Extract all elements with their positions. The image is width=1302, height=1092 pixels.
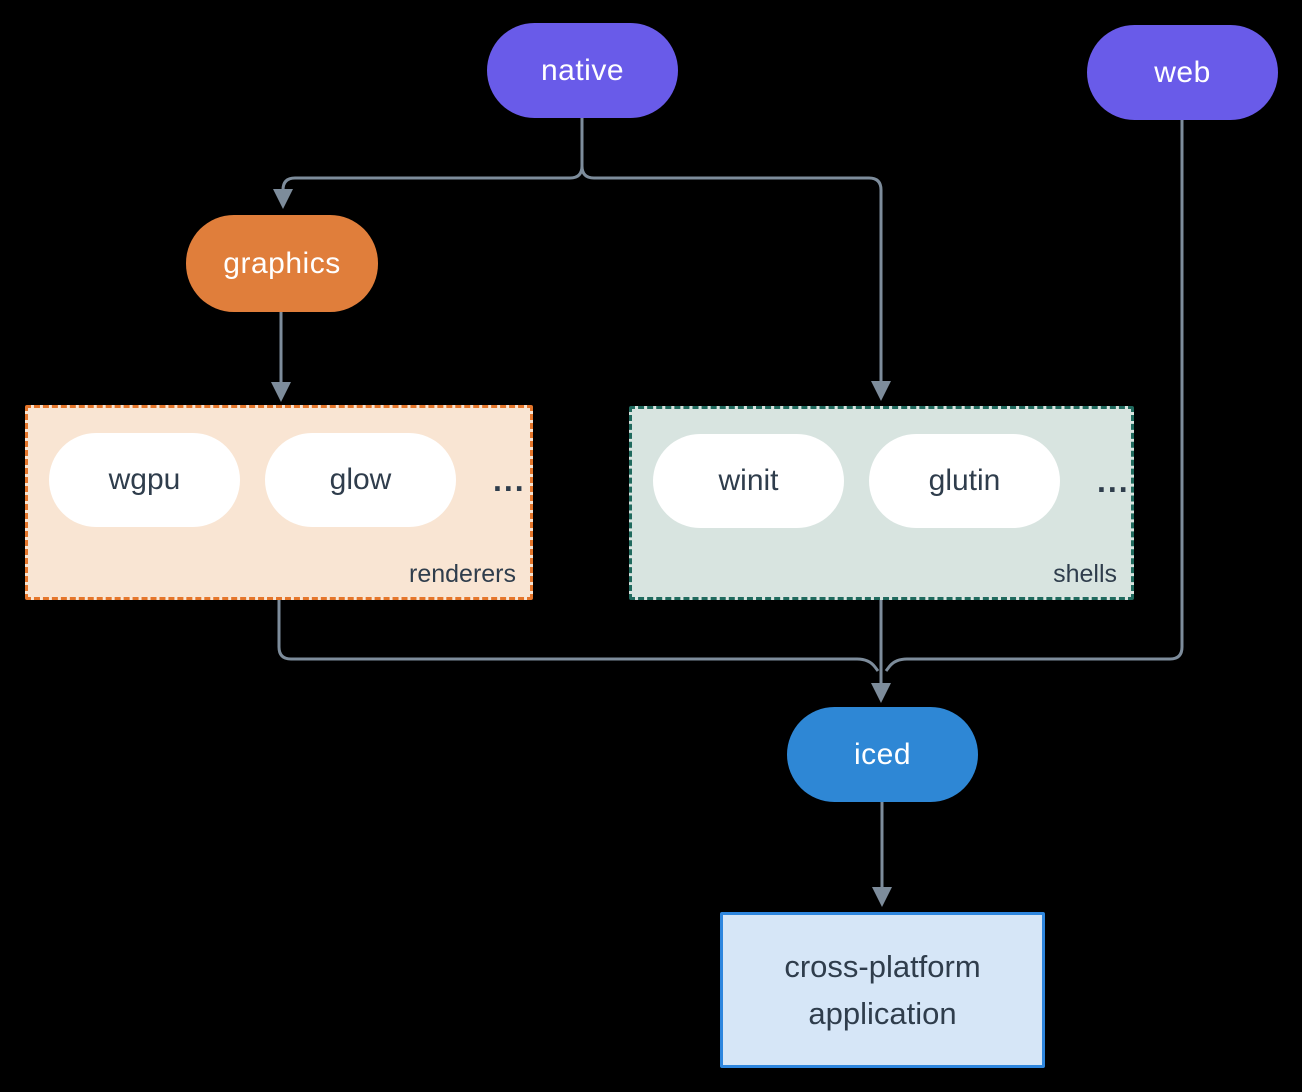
node-graphics: graphics	[186, 215, 378, 312]
node-glow-label: glow	[329, 463, 392, 496]
group-renderers-items: wgpu glow ...	[28, 408, 530, 527]
edge-native-graphics	[273, 118, 584, 209]
node-glutin: glutin	[869, 434, 1060, 528]
node-iced-label: iced	[853, 737, 912, 771]
shells-group-label: shells	[1053, 560, 1117, 588]
renderers-ellipsis: ...	[493, 461, 526, 498]
shells-ellipsis: ...	[1097, 462, 1130, 499]
application-label-line-1: cross-platform	[784, 949, 981, 984]
node-iced: iced	[787, 707, 978, 802]
group-renderers: wgpu glow ... renderers	[25, 405, 533, 600]
renderers-group-label: renderers	[409, 560, 516, 588]
node-web: web	[1087, 25, 1278, 120]
node-native-label: native	[540, 53, 625, 87]
node-graphics-label: graphics	[223, 246, 341, 280]
edge-web-merge	[884, 120, 1184, 672]
group-shells: winit glutin ... shells	[629, 406, 1134, 600]
node-cross-platform-application: cross-platform application	[720, 912, 1045, 1068]
node-wgpu-label: wgpu	[108, 463, 181, 496]
node-web-label: web	[1154, 55, 1211, 89]
node-winit: winit	[653, 434, 844, 528]
node-native: native	[487, 23, 678, 118]
edge-renderers-merge	[277, 600, 880, 672]
group-shells-items: winit glutin ...	[632, 409, 1131, 528]
node-winit-label: winit	[718, 464, 779, 497]
node-glutin-label: glutin	[928, 464, 1001, 497]
node-glow: glow	[265, 433, 456, 527]
edge-native-shells	[580, 118, 891, 401]
node-wgpu: wgpu	[49, 433, 240, 527]
application-label-line-2: application	[808, 996, 957, 1031]
